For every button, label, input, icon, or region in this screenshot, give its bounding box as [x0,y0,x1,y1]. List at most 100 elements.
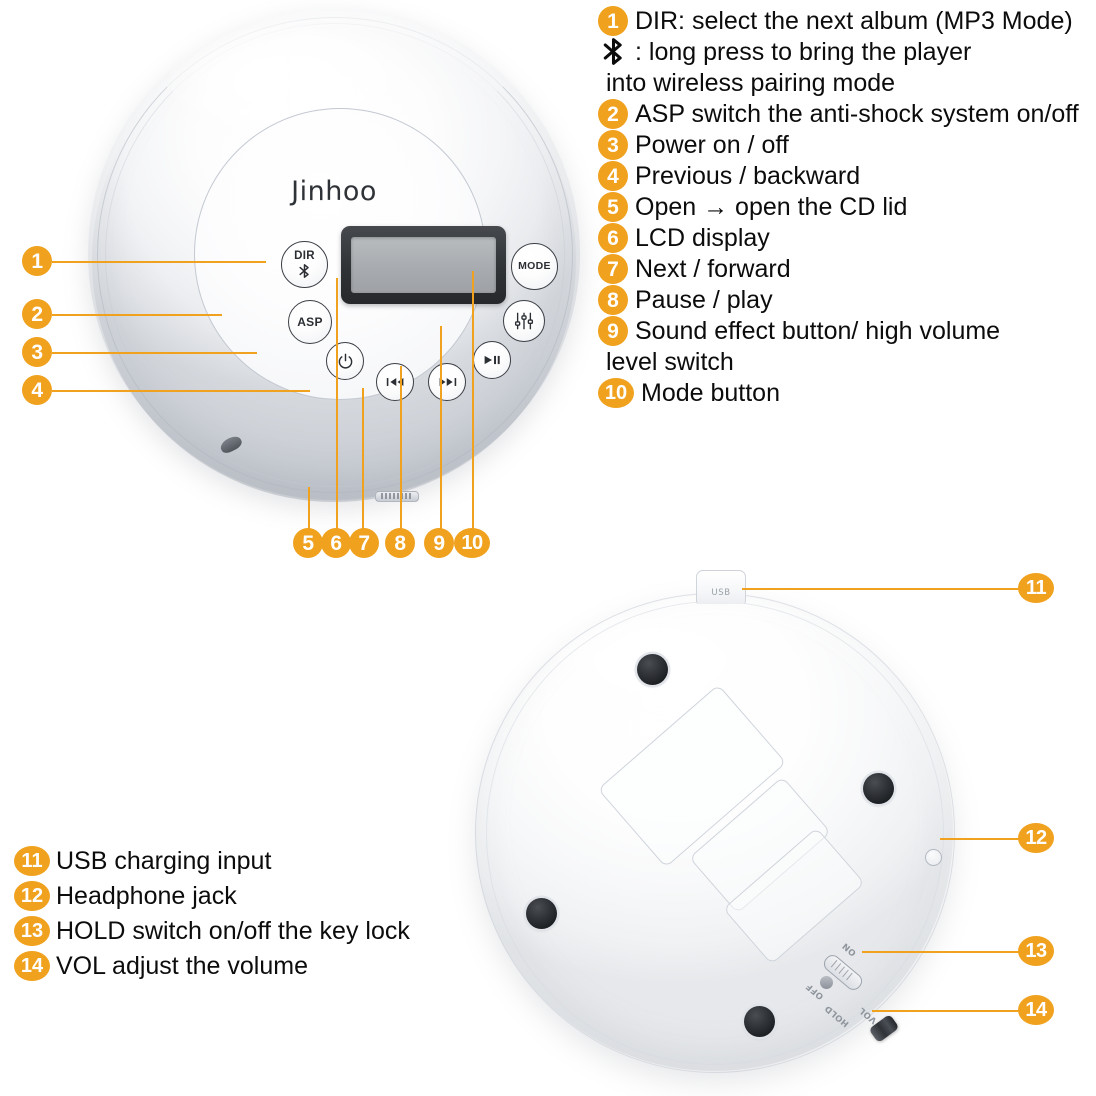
rubber-foot [526,898,557,929]
legend-item: 2 ASP switch the anti-shock system on/of… [598,99,1096,129]
callout-badge-3[interactable]: 3 [22,337,52,367]
callout-badge-7[interactable]: 7 [349,528,379,558]
callout-badge-13[interactable]: 13 [1018,936,1054,966]
legend-item: 13 HOLD switch on/off the key lock [14,916,484,946]
rubber-foot [863,773,894,804]
mode-button[interactable]: MODE [511,243,558,290]
volume-wheel[interactable]: VOL [857,1005,901,1044]
equalizer-sliders-icon [514,312,534,330]
legend-badge: 14 [14,951,50,981]
legend-text: Headphone jack [56,882,237,910]
player-shell [88,8,580,500]
legend-text: Sound effect button/ high volume [635,317,1001,345]
callout-badge-1[interactable]: 1 [22,246,52,276]
callout-badge-14[interactable]: 14 [1018,995,1054,1025]
previous-button[interactable] [376,363,414,401]
legend-item: 6 LCD display [598,223,1096,253]
leader-line-1 [52,261,266,263]
lcd-screen [351,237,496,293]
open-lid-slider[interactable] [375,491,419,502]
dir-button-label: DIR [294,250,315,263]
legend-badge: 9 [598,316,628,346]
usb-port[interactable]: USB [696,570,746,604]
callout-badge-6[interactable]: 6 [321,528,351,558]
asp-button[interactable]: ASP [288,300,332,344]
play-pause-icon [484,355,500,365]
legend-text: HOLD switch on/off the key lock [56,917,410,945]
cd-player-top-view: Jinhoo DIR ASP [88,8,580,508]
power-icon [338,353,352,369]
leader-line-10 [472,271,474,532]
mode-button-label: MODE [518,260,551,273]
legend-text: ASP switch the anti-shock system on/off [635,100,1079,128]
rubber-foot [637,654,668,685]
bluetooth-icon [299,263,309,278]
headphone-jack[interactable] [925,849,942,866]
legend-text: Mode button [641,379,780,407]
legend-text: Pause / play [635,286,773,314]
legend-text: VOL adjust the volume [56,952,308,980]
next-button[interactable] [428,363,466,401]
callout-badge-9[interactable]: 9 [424,528,454,558]
leader-line-11 [742,588,1020,590]
leader-line-4 [52,390,310,392]
leader-line-3 [52,352,257,354]
legend-item: 11 USB charging input [14,846,484,876]
sound-effect-button[interactable] [503,300,545,342]
legend-item: 12 Headphone jack [14,881,484,911]
hold-switch-knob[interactable] [820,976,833,989]
dir-button[interactable]: DIR [281,241,328,288]
play-pause-button[interactable] [473,341,511,379]
leader-line-2 [52,314,222,316]
legend-badge: 3 [598,130,628,160]
power-button[interactable] [326,342,364,380]
callout-badge-2[interactable]: 2 [22,299,52,329]
legend-text: Next / forward [635,255,791,283]
legend-item: 5 Open → open the CD lid [598,192,1096,222]
leader-line-6 [336,278,338,532]
legend-item-continuation: into wireless pairing mode [598,68,1096,98]
callout-badge-8[interactable]: 8 [385,528,415,558]
legend-text: Open → open the CD lid [635,193,908,221]
callout-badge-4[interactable]: 4 [22,375,52,405]
bluetooth-icon [598,37,628,67]
legend-item: 8 Pause / play [598,285,1096,315]
legend-item: 7 Next / forward [598,254,1096,284]
leader-line-12 [940,838,1020,840]
legend-text: USB charging input [56,847,272,875]
legend-item: 9 Sound effect button/ high volume [598,316,1096,346]
leader-line-8 [400,366,402,532]
legend-item: 14 VOL adjust the volume [14,951,484,981]
legend-text: level switch [606,348,734,376]
legend-text: Power on / off [635,131,789,159]
asp-button-label: ASP [297,315,323,329]
legend-badge: 8 [598,285,628,315]
legend-badge: 12 [14,881,50,911]
legend-item: 4 Previous / backward [598,161,1096,191]
legend-text: : long press to bring the player [635,38,972,66]
legend-badge: 5 [598,192,628,222]
callout-badge-5[interactable]: 5 [293,528,323,558]
legend-item-continuation: level switch [598,347,1096,377]
lcd-display [341,226,506,304]
legend-text: Previous / backward [635,162,861,190]
legend-text: LCD display [635,224,770,252]
leader-line-5 [308,487,310,532]
legend-text: into wireless pairing mode [606,69,896,97]
legend-bottom-left: 11 USB charging input 12 Headphone jack … [14,846,484,986]
leader-line-9 [440,326,442,532]
player-underside-shell [475,593,953,1071]
legend-badge: 7 [598,254,628,284]
legend-item: 1 DIR: select the next album (MP3 Mode) [598,6,1096,36]
callout-badge-10[interactable]: 10 [454,528,490,558]
hold-switch[interactable]: ON HOLD OFF [804,940,869,1029]
legend-badge: 11 [14,846,50,876]
legend-badge: 13 [14,916,50,946]
leader-line-7 [362,388,364,532]
legend-item: 3 Power on / off [598,130,1096,160]
callout-badge-11[interactable]: 11 [1018,573,1054,603]
legend-badge: 4 [598,161,628,191]
callout-badge-12[interactable]: 12 [1018,823,1054,853]
legend-badge: 1 [598,6,628,36]
